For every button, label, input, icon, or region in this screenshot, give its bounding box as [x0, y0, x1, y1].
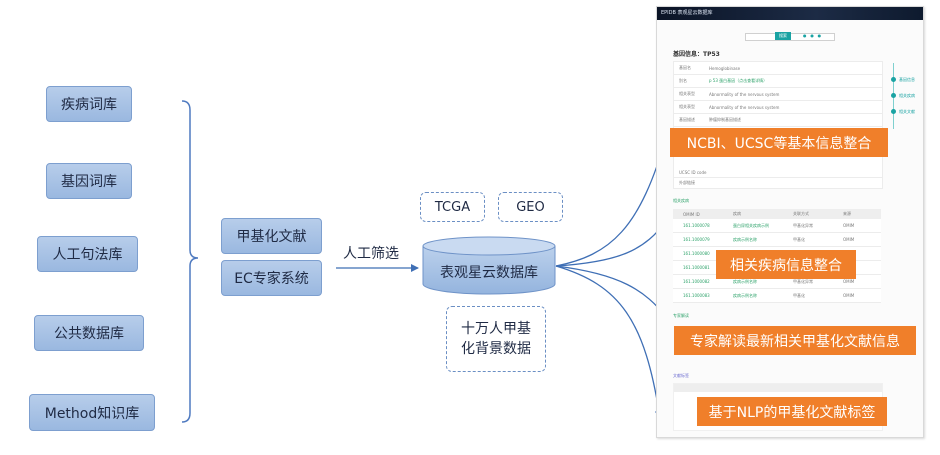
database-screenshot: EPIDB 表观星云数据库 搜索 ● ● ● 基因信息：TP53 基因名 Hem… — [656, 6, 924, 438]
info-value: 肿瘤抑制基因描述 — [709, 117, 741, 122]
geo-box: GEO — [498, 192, 563, 222]
background-data-line-2: 化背景数据 — [461, 341, 531, 357]
disease-cell: 161.1000079 — [683, 237, 710, 242]
disease-cell: OMIM — [843, 293, 855, 298]
screenshot-header: EPIDB 表观星云数据库 — [657, 7, 923, 20]
disease-cell: 161.1000080 — [683, 251, 710, 256]
info-value: p 53 蛋白基因（点击查看详情） — [709, 78, 768, 83]
info-key: 基因描述 — [679, 117, 695, 122]
th: 来源 — [843, 211, 851, 216]
screenshot-nav-links: ● ● ● — [803, 33, 822, 38]
disease-cell: 甲基化异常 — [793, 278, 813, 284]
fan-arrow-1 — [555, 133, 669, 267]
disease-cell: OMIM — [843, 279, 855, 284]
disease-cell: 161.1000082 — [683, 279, 710, 284]
disease-cell: 甲基化异常 — [793, 222, 813, 228]
output-basic-info: NCBI、UCSC等基本信息整合 — [670, 128, 888, 157]
left-brace — [181, 100, 199, 423]
disease-row: 161.1000079 疾病示例名称 甲基化 OMIM — [673, 233, 881, 247]
section-disease-title: 相关疾病 — [673, 198, 689, 203]
source-disease-lexicon: 疾病词库 — [46, 86, 132, 122]
info-key: 相关表型 — [679, 91, 695, 96]
screenshot-gene-title: 基因信息：TP53 — [673, 51, 720, 58]
info-key: 相关表型 — [679, 104, 695, 109]
disease-cell: 疾病示例名称 — [733, 236, 757, 242]
screenshot-timeline: 基因信息 相关疾病 相关文献 — [891, 63, 921, 133]
ucsc-label: UCSC ID code — [679, 169, 707, 175]
source-gene-lexicon: 基因词库 — [46, 163, 132, 199]
info-value: Abnormality of the nervous system — [709, 91, 780, 97]
screenshot-search-button: 搜索 — [775, 32, 791, 40]
ncbi-label: 外部链接 — [679, 180, 695, 185]
th: OMIM ID — [683, 211, 700, 217]
background-data-line-1: 十万人甲基 — [461, 321, 531, 337]
disease-cell: 疾病示例名称 — [733, 278, 757, 284]
output-expert-literature: 专家解读最新相关甲基化文献信息 — [674, 326, 916, 355]
screenshot-logo: EPIDB 表观星云数据库 — [661, 10, 713, 16]
disease-row: 161.1000082 疾病示例名称 甲基化异常 OMIM — [673, 275, 881, 289]
info-value: Abnormality of the nervous system — [709, 104, 780, 110]
info-key: 别名 — [679, 78, 687, 83]
tcga-box: TCGA — [420, 192, 485, 222]
background-data-box: 十万人甲基 化背景数据 — [446, 306, 546, 372]
disease-cell: 甲基化 — [793, 292, 805, 298]
source-syntax-lexicon: 人工句法库 — [37, 236, 138, 272]
th: 关联方式 — [793, 211, 809, 216]
disease-cell: OMIM — [843, 237, 855, 242]
output-nlp-tags: 基于NLP的甲基化文献标签 — [697, 397, 887, 426]
th: 疾病 — [733, 211, 741, 216]
database-label: 表观星云数据库 — [440, 265, 538, 281]
disease-cell: 疾病示例名称 — [733, 292, 757, 298]
screenshot-info-table: 基因名 Hemoglobinase 别名 p 53 蛋白基因（点击查看详情） 相… — [673, 61, 883, 189]
ec-expert-system-box: EC专家系统 — [221, 260, 322, 296]
source-method-kb: Method知识库 — [29, 394, 155, 431]
manual-filter-label: 人工筛选 — [343, 246, 399, 262]
database-cylinder — [422, 236, 556, 295]
source-public-database: 公共数据库 — [34, 315, 144, 351]
fan-arrow-2 — [555, 219, 668, 267]
info-value: Hemoglobinase — [709, 65, 741, 71]
disease-row: 161.1000083 疾病示例名称 甲基化 OMIM — [673, 289, 881, 303]
fan-arrow-4 — [555, 265, 663, 419]
section-expert-title: 专家解读 — [673, 313, 689, 318]
disease-cell: OMIM — [843, 223, 855, 228]
timeline-item: 相关疾病 — [899, 93, 915, 98]
disease-cell: 161.1000083 — [683, 293, 710, 298]
section-nlp-title: 文献标签 — [673, 373, 689, 378]
methylation-literature-box: 甲基化文献 — [221, 218, 322, 254]
fan-arrow-3 — [555, 265, 668, 319]
disease-cell: 161.1000081 — [683, 265, 710, 270]
disease-cell: 161.1000078 — [683, 223, 710, 228]
disease-cell: 蛋白尿相关疾病示例 — [733, 222, 769, 228]
timeline-item: 相关文献 — [899, 109, 915, 114]
disease-cell: 甲基化 — [793, 236, 805, 242]
info-key: 基因名 — [679, 65, 691, 70]
timeline-item: 基因信息 — [899, 77, 915, 82]
disease-row: 161.1000078 蛋白尿相关疾病示例 甲基化异常 OMIM — [673, 219, 881, 233]
output-disease-info: 相关疾病信息整合 — [716, 250, 856, 279]
